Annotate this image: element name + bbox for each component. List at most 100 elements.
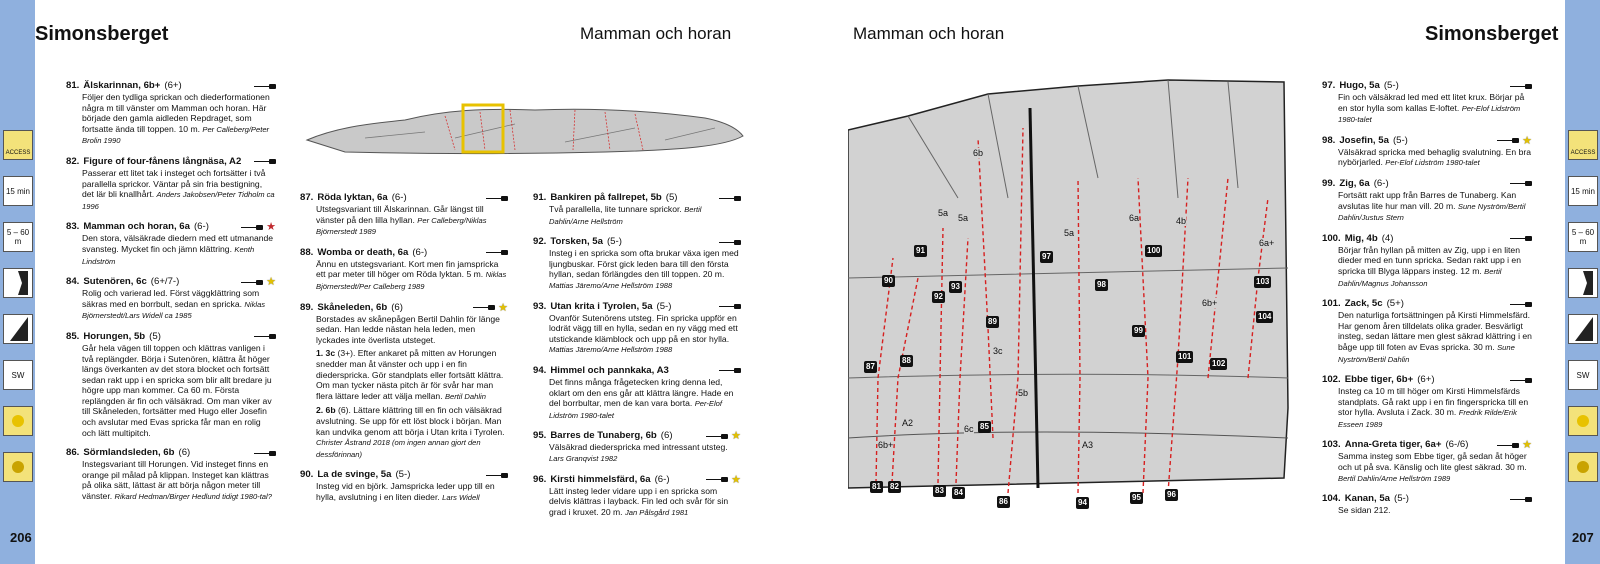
protection-icon (1510, 236, 1532, 242)
route-heading: 89.Skåneleden, 6b(6)★ (300, 302, 508, 314)
topo-route-number: 103 (1254, 276, 1272, 288)
route-heading: 83.Mamman och horan, 6a(6-)★ (66, 221, 276, 233)
protection-icon (706, 477, 729, 482)
route-description: Borstades av skånepågen Bertil Dahlin fö… (300, 314, 508, 346)
route-description: Ännu en utstegsvariant. Kort men fin jam… (300, 259, 508, 293)
route-number: 96. (533, 473, 547, 485)
star-icon: ★ (1522, 439, 1532, 452)
route-description-text: Börjar från hyllan på mitten av Zig, upp… (1338, 244, 1521, 276)
route-heading: 100.Mig, 4b(4) (1322, 233, 1532, 245)
compass-label: SW (11, 370, 25, 380)
route-number: 93. (533, 300, 547, 312)
route-number: 83. (66, 221, 80, 233)
topo-route-number: 93 (949, 281, 962, 293)
protection-icon (241, 224, 264, 230)
route-description: Det finns många frågetecken kring denna … (533, 377, 741, 421)
route-uiaa-grade: (5-) (1394, 493, 1409, 505)
protection-icon (719, 239, 741, 245)
route-heading: 101.Zack, 5c(5+) (1322, 298, 1532, 310)
route-number: 84. (66, 276, 80, 288)
route-number: 94. (533, 364, 547, 376)
protection-icon (719, 304, 741, 310)
route-name: Kanan, 5a (1344, 493, 1391, 505)
crag-overview-image (305, 103, 744, 154)
route-uiaa-grade: (6-) (654, 473, 670, 485)
route-name: Sörmlandsleden, 6b (83, 447, 175, 459)
route-uiaa-grade: (5) (665, 192, 678, 203)
route-description-text: Fortsätt rakt upp från Barres de Tunaber… (1338, 189, 1517, 211)
route-name: Womba or death, 6a (317, 246, 409, 258)
route-description-text: Utstegsvariant till Älskarinnan. Går län… (316, 204, 484, 225)
route-entry: 87.Röda lyktan, 6a(6-)Utstegsvariant til… (300, 192, 508, 238)
route-description: Börjar från hyllan på mitten av Zig, upp… (1322, 245, 1532, 289)
left-page-title: Simonsberget (35, 23, 169, 45)
route-name: Zack, 5c (1344, 298, 1383, 310)
first-ascent: Kenth Lindström (82, 244, 255, 266)
route-uiaa-grade: (6-) (412, 246, 428, 258)
walk-time-icon: 15 min (3, 176, 33, 206)
route-name: Bankiren på fallrepet, 5b (550, 192, 662, 203)
star-icon: ★ (731, 430, 741, 443)
compass-icon: SW (3, 360, 33, 390)
topo-grade-label: 6a+ (1259, 238, 1275, 248)
height-icon: 5 – 60 m (3, 222, 33, 252)
right-page-number: 207 (1572, 530, 1594, 545)
route-column-1: 81.Älskarinnan, 6b+(6+)Följer den tydlig… (66, 80, 276, 512)
route-description: Den naturliga fortsättningen på Kirsti H… (1322, 310, 1532, 365)
topo-route-number: 104 (1256, 311, 1274, 323)
route-description-text: Rolig och varierad led. Först väggklättr… (82, 288, 260, 309)
topo-route-number: 92 (932, 291, 945, 303)
topo-route-number: 88 (900, 355, 913, 367)
route-number: 98. (1322, 134, 1336, 146)
route-entry: 85.Horungen, 5b(5)Går hela vägen till to… (66, 331, 276, 438)
route-name: Torsken, 5a (550, 236, 603, 248)
topo-grade-label: 6a (1129, 213, 1140, 223)
route-number: 82. (66, 155, 80, 167)
route-description-text: Insteg vid en björk. Jamspricka leder up… (316, 481, 495, 502)
route-name: Mig, 4b (1344, 232, 1378, 244)
route-description: Insteg vid en björk. Jamspricka leder up… (300, 481, 508, 503)
topo-grade-label: 4b (1176, 216, 1187, 226)
height-label: 5 – 60 m (6, 228, 30, 246)
first-ascent: Niklas Björnerstedt/Lars Widell ca 1985 (82, 299, 266, 321)
route-heading: 98.Josefin, 5a(5-)★ (1322, 135, 1532, 147)
route-heading: 94.Himmel och pannkaka, A3 (533, 365, 741, 377)
route-name: Mamman och horan, 6a (83, 221, 190, 233)
route-column-4: 97.Hugo, 5a(5-)Fin och välsäkrad led med… (1322, 80, 1532, 525)
face-angle-icon (1568, 268, 1598, 298)
protection-icon (719, 368, 741, 374)
topo-route-number: 86 (997, 496, 1010, 508)
route-entry: 96.Kirsti himmelsfärd, 6a(6-)★Lätt inste… (533, 474, 741, 519)
route-description: Fortsätt rakt upp från Barres de Tunaber… (1322, 190, 1532, 224)
height-label: 5 – 60 m (1571, 228, 1595, 246)
route-description: Insteg i en spricka som ofta brukar växa… (533, 248, 741, 291)
first-ascent: Fredrik Rilde/Erik Esseen 1989 (1338, 408, 1517, 429)
slab-icon (1568, 314, 1598, 344)
route-description: Fin och välsäkrad led med ett litet krux… (1322, 92, 1532, 126)
first-ascent: Bertil Dahlin/Arne Hellström (549, 205, 702, 226)
right-icon-column: ACCESS 15 min 5 – 60 m SW (1568, 130, 1598, 498)
route-description: Samma insteg som Ebbe tiger, gå sedan åt… (1322, 451, 1532, 484)
route-number: 97. (1322, 80, 1336, 91)
topo-route-number: 102 (1210, 358, 1228, 370)
route-heading: 103.Anna-Greta tiger, 6a+(6-/6)★ (1322, 439, 1532, 451)
star-icon: ★ (731, 473, 741, 486)
route-uiaa-grade: (5-) (1383, 80, 1399, 91)
route-description-text: Ovanför Sutenörens utsteg. Fin spricka u… (549, 312, 738, 344)
route-column-3: 91.Bankiren på fallrepet, 5b(5)Två paral… (533, 192, 741, 527)
first-ascent: Anders Jakobsen/Peter Tidholm ca 1996 (82, 190, 275, 211)
route-entry: 81.Älskarinnan, 6b+(6+)Följer den tydlig… (66, 80, 276, 147)
first-ascent: Niklas Björnerstedt/Per Calleberg 1989 (316, 270, 507, 291)
route-uiaa-grade: (5-) (656, 300, 672, 312)
first-ascent: Per Calleberg/Niklas Björnerstedt 1989 (316, 215, 487, 237)
route-uiaa-grade: (5-) (606, 236, 622, 248)
route-column-2: 87.Röda lyktan, 6a(6-)Utstegsvariant til… (300, 192, 508, 512)
route-description: Se sidan 212. (1322, 505, 1532, 516)
first-ascent: Rikard Hedman/Birger Hedlund tidigt 1980… (114, 492, 272, 502)
route-name: Zig, 6a (1339, 177, 1370, 189)
topo-route-number: 94 (1076, 497, 1089, 509)
topo-grade-label: 6b+ (878, 440, 894, 450)
topo-grade-label: 6c (964, 424, 974, 434)
protection-icon (486, 472, 508, 478)
route-heading: 93.Utan krita i Tyrolen, 5a(5-) (533, 301, 741, 313)
